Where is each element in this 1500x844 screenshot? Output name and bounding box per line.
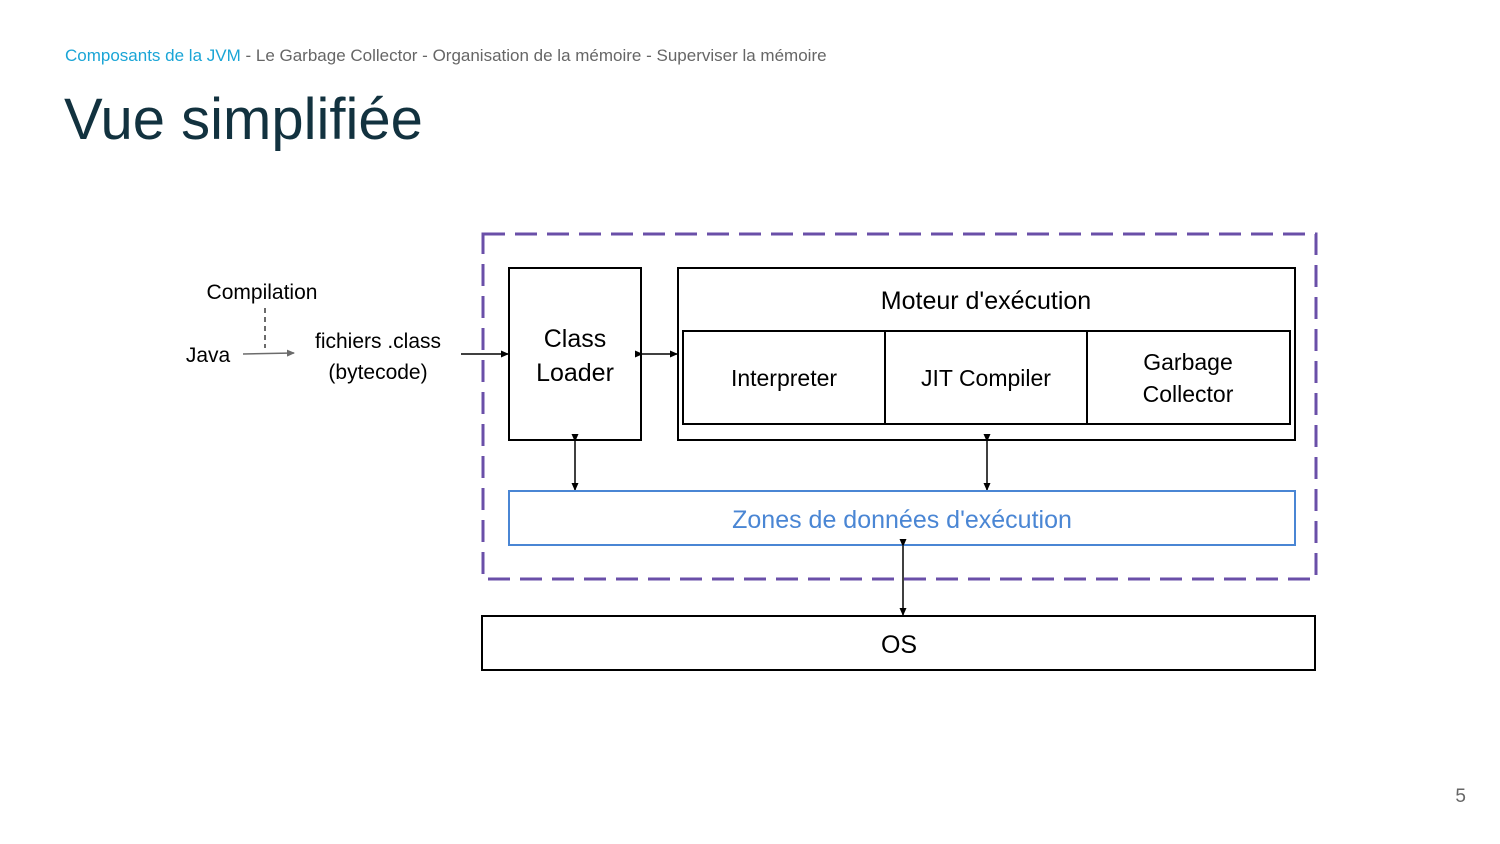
os-label: OS bbox=[881, 631, 917, 659]
breadcrumb-item-garbage-collector[interactable]: Le Garbage Collector bbox=[255, 46, 418, 65]
runtime-data-zones-box bbox=[508, 490, 1296, 546]
garbage-collector-label-line1: Garbage bbox=[1143, 349, 1233, 375]
page-title: Vue simplifiée bbox=[64, 87, 423, 152]
garbage-collector-box bbox=[1086, 330, 1291, 425]
breadcrumb-item-memory-organisation[interactable]: Organisation de la mémoire bbox=[432, 46, 642, 65]
breadcrumb-separator: - bbox=[417, 46, 433, 65]
breadcrumb-separator: - bbox=[641, 46, 657, 65]
execution-engine-label: Moteur d'exécution bbox=[881, 287, 1091, 315]
breadcrumb: Composants de la JVM - Le Garbage Collec… bbox=[65, 46, 827, 66]
interpreter-label: Interpreter bbox=[731, 365, 837, 391]
jit-compiler-label: JIT Compiler bbox=[921, 365, 1051, 391]
java-to-class-files-arrow bbox=[242, 349, 295, 357]
compilation-label: Compilation bbox=[207, 281, 318, 304]
page-number: 5 bbox=[1455, 786, 1466, 807]
class-loader-box bbox=[508, 267, 642, 441]
breadcrumb-item-monitor-memory[interactable]: Superviser la mémoire bbox=[656, 46, 827, 65]
jit-compiler-box bbox=[884, 330, 1088, 425]
java-label: Java bbox=[186, 344, 231, 367]
class-files-label-line2: (bytecode) bbox=[328, 361, 427, 384]
garbage-collector-label-line2: Collector bbox=[1143, 381, 1234, 407]
runtime-data-zones-label: Zones de données d'exécution bbox=[732, 506, 1072, 534]
breadcrumb-item-jvm-components[interactable]: Composants de la JVM bbox=[65, 46, 241, 65]
class-loader-label-line1: Class bbox=[544, 325, 607, 353]
jvm-boundary bbox=[481, 232, 1318, 581]
class-files-label-line1: fichiers .class bbox=[315, 330, 441, 353]
breadcrumb-separator: - bbox=[240, 46, 256, 65]
class-loader-label-line2: Loader bbox=[536, 359, 614, 387]
os-box bbox=[481, 615, 1316, 671]
